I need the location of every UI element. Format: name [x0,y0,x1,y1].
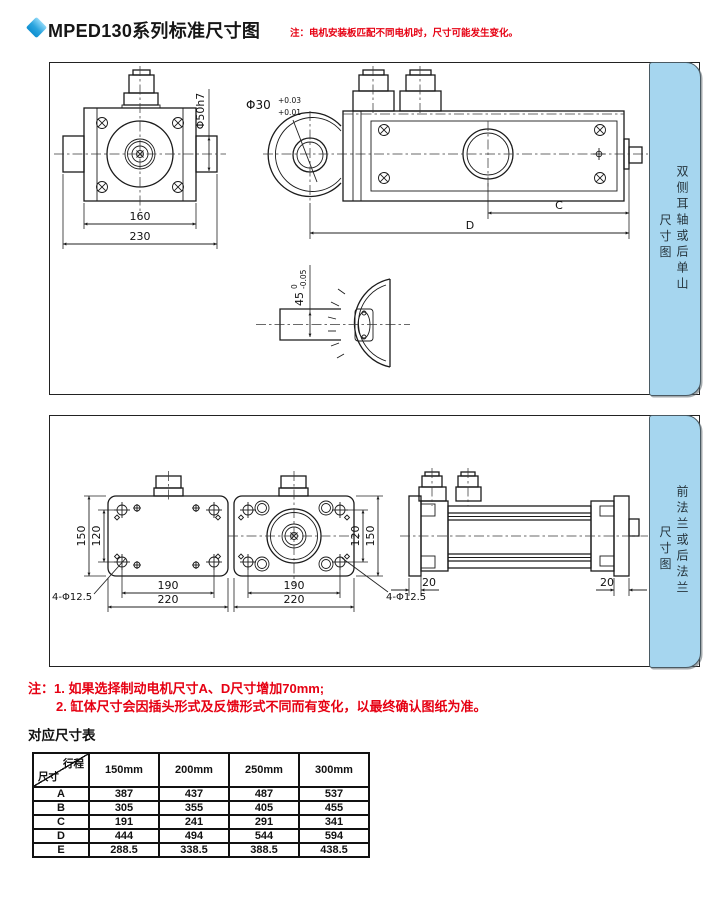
cell-value: 405 [228,800,300,816]
dimension-table: 行程 尺寸 150mm 200mm 250mm 300mm A 387 437 … [32,752,370,858]
dim-190-right-label: 190 [284,579,305,592]
cell-value: 438.5 [298,842,370,858]
cell-value: 455 [298,800,370,816]
flange-hole-icon [240,502,348,570]
cell-value: 191 [88,814,160,830]
front-view: 160 230 Φ50h7 [54,66,226,249]
table-row: E 288.5 338.5 388.5 438.5 [32,842,370,858]
corner-screw-icon [96,117,184,193]
cell-value: 487 [228,786,300,802]
table-row: A 387 437 487 537 [32,786,370,802]
cell-value: 355 [158,800,230,816]
table-row: C 191 241 291 341 [32,814,370,830]
flange-dimension-drawing: 150 120 190 220 4-Φ12.5 [52,468,648,612]
dim-20-front-label: 20 [422,576,436,589]
flange-hole-icon [114,502,222,570]
dim-190-left-label: 190 [158,579,179,592]
panel1-tab-sublabel: 尺寸图 [658,213,672,262]
mounting-screw-icon [378,124,606,184]
table-row: D 444 494 544 594 [32,828,370,844]
cell-value: 305 [88,800,160,816]
row-label: A [32,786,90,802]
brand-diamond-icon [25,16,48,39]
panel1-tab-label: 双侧耳轴或后单山 [675,164,689,293]
cell-value: 437 [158,786,230,802]
dim-220-left-label: 220 [158,593,179,606]
cell-value: 594 [298,828,370,844]
corner-label-size: 尺寸 [38,771,59,783]
table-row: B 305 355 405 455 [32,800,370,816]
cell-value: 338.5 [158,842,230,858]
page-title: MPED130系列标准尺寸图 [48,21,261,41]
column-header: 200mm [158,752,230,788]
motor-connector-icon [121,69,161,109]
cell-value: 341 [298,814,370,830]
ring-screw-icon [254,500,334,572]
small-screw-icon [133,504,200,569]
panel1-side-tab: 双侧耳轴或后单山 尺寸图 [649,61,701,396]
dim-holes-left-label: 4-Φ12.5 [52,592,92,603]
column-header: 250mm [228,752,300,788]
table-header-row: 行程 尺寸 150mm 200mm 250mm 300mm [32,752,370,788]
rear-flange-view: 150 120 190 220 4-Φ12.5 [52,471,229,612]
motor-connector-icon [418,471,482,502]
cell-value: 494 [158,828,230,844]
cell-value: 291 [228,814,300,830]
cell-value: 388.5 [228,842,300,858]
column-header: 150mm [88,752,160,788]
dim-45-label: 45 [293,292,306,306]
dim-220-right-label: 220 [284,593,305,606]
dim-eye-tol-upper: +0.03 [278,96,301,105]
row-label: E [32,842,90,858]
row-label: D [32,828,90,844]
dim-45-tol-lower: -0.05 [299,269,308,289]
dim-150-left-label: 150 [75,526,88,547]
cylinder-side-view: 20 20 [391,468,648,596]
motor-connector-icon [278,475,309,497]
trunnion-pin-detail: 45 0 -0.05 [256,265,410,368]
trunnion-dimension-drawing: 160 230 Φ50h7 [54,66,648,368]
dimension-panel-flange: 150 120 190 220 4-Φ12.5 [49,414,701,668]
column-header: 300mm [298,752,370,788]
table-title: 对应尺寸表 [28,728,96,743]
dim-d-label: D [466,219,474,232]
dim-120-left-label: 120 [90,526,103,547]
dim-eye-label: Φ30 [246,98,271,112]
dim-160-label: 160 [130,210,151,223]
cell-value: 544 [228,828,300,844]
cell-value: 241 [158,814,230,830]
panel2-tab-sublabel: 尺寸图 [658,525,672,574]
panel2-tab-label: 前法兰或后法兰 [675,485,689,597]
side-view: Φ30 +0.03 +0.01 C D [246,66,648,239]
dim-150-right-label: 150 [364,526,377,547]
table-corner-cell: 行程 尺寸 [32,752,90,788]
cell-value: 444 [88,828,160,844]
dim-c-label: C [555,199,563,212]
dim-230-label: 230 [130,230,151,243]
cell-value: 288.5 [88,842,160,858]
row-label: C [32,814,90,830]
corner-label-stroke: 行程 [63,758,84,770]
dimension-panel-trunnion: 160 230 Φ50h7 [49,61,701,396]
dim-shaft-label: Φ50h7 [194,93,207,130]
panel2-side-tab: 前法兰或后法兰 尺寸图 [649,414,701,668]
footnote-line1: 注：1. 如果选择制动电机尺寸A、D尺寸增加70mm; [28,681,325,696]
dim-holes-right-label: 4-Φ12.5 [386,592,426,603]
row-label: B [32,800,90,816]
dim-20-rear-label: 20 [600,576,614,589]
header-note: 注：电机安装板匹配不同电机时，尺寸可能发生变化。 [290,28,519,39]
dim-45-tol-upper: 0 [290,284,299,289]
footnote-line2: 2. 缸体尺寸会因插头形式及反馈形式不同而有变化，以最终确认图纸为准。 [56,698,487,714]
dim-120-right-label: 120 [349,526,362,547]
cell-value: 387 [88,786,160,802]
motor-connector-icon [352,69,442,112]
cell-value: 537 [298,786,370,802]
dim-eye-tol-lower: +0.01 [278,108,301,117]
footnotes: 注：1. 如果选择制动电机尺寸A、D尺寸增加70mm; 2. 缸体尺寸会因插头形… [28,680,486,715]
front-flange-view: 120 150 190 220 4-Φ12.5 [228,471,426,612]
